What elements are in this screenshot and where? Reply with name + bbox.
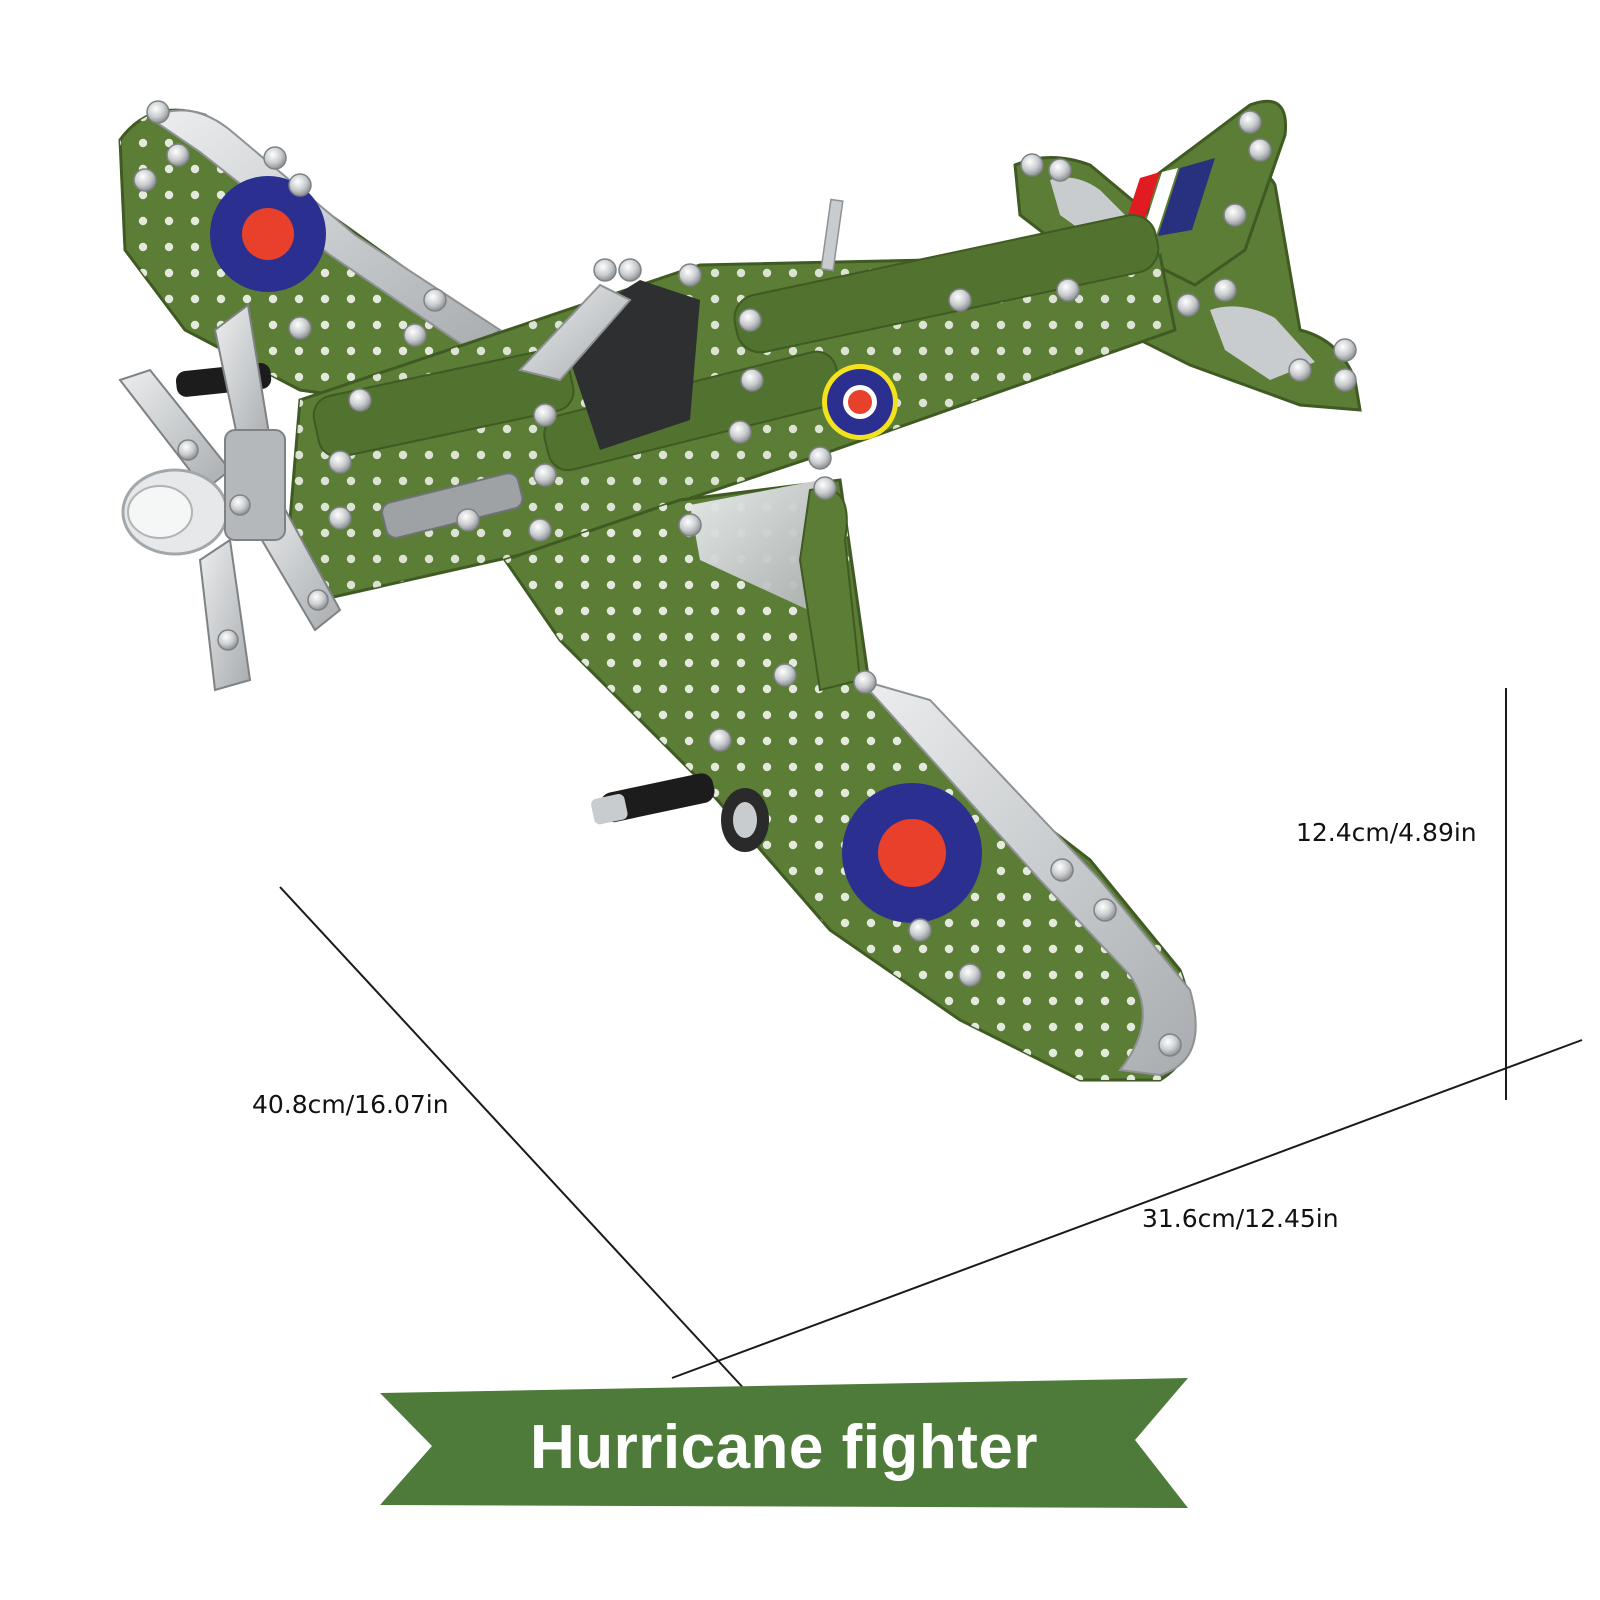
height-dimension-label: 12.4cm/4.89in [1296, 818, 1477, 847]
width-dimension-label: 31.6cm/12.45in [1142, 1204, 1339, 1233]
airplane-model [118, 99, 1362, 1082]
product-title: Hurricane fighter [529, 1412, 1039, 1482]
length-dimension-label: 40.8cm/16.07in [252, 1090, 449, 1119]
bolts [133, 100, 1357, 1057]
width-dimension-line [671, 1039, 1583, 1379]
dimension-lines [279, 688, 1583, 1394]
title-banner [380, 1378, 1188, 1508]
lower-wing [502, 478, 1197, 1082]
length-dimension-line [279, 886, 749, 1394]
